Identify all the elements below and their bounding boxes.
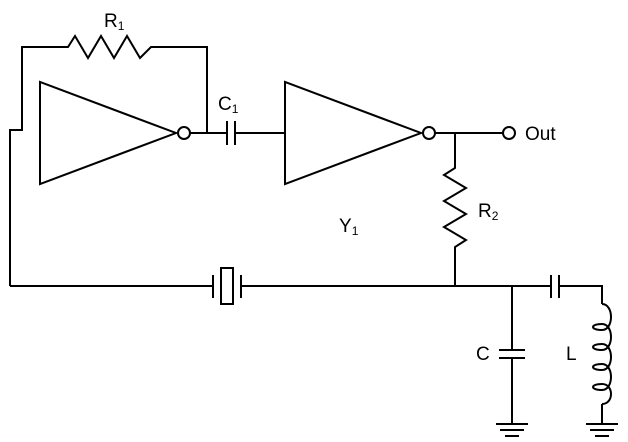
capacitor-series — [550, 275, 560, 298]
crystal-y1 — [212, 267, 242, 305]
inverter-1 — [39, 80, 191, 186]
ground-c — [496, 423, 528, 437]
inverter-2 — [284, 80, 436, 186]
ground-l — [586, 423, 618, 437]
r1-feedback-wire — [9, 34, 208, 286]
inverter-2-triangle — [284, 80, 424, 186]
inverter-1-triangle — [39, 80, 179, 186]
label-out: Out — [525, 124, 556, 145]
inductor-l — [592, 303, 612, 423]
output-terminal — [502, 126, 516, 140]
resistor-r1 — [9, 34, 208, 286]
inverter-2-bubble — [422, 126, 436, 140]
label-c1: C1 — [218, 94, 239, 116]
label-y1: Y1 — [339, 216, 359, 238]
resistor-r2 — [442, 133, 468, 286]
wire-to-inductor — [559, 285, 603, 304]
label-r1: R1 — [104, 11, 125, 33]
capacitor-c1 — [226, 121, 236, 145]
label-l: L — [566, 344, 577, 365]
inverter-1-bubble — [177, 126, 191, 140]
capacitor-c — [499, 286, 525, 423]
label-r2: R2 — [478, 201, 499, 223]
label-c: C — [476, 344, 490, 365]
